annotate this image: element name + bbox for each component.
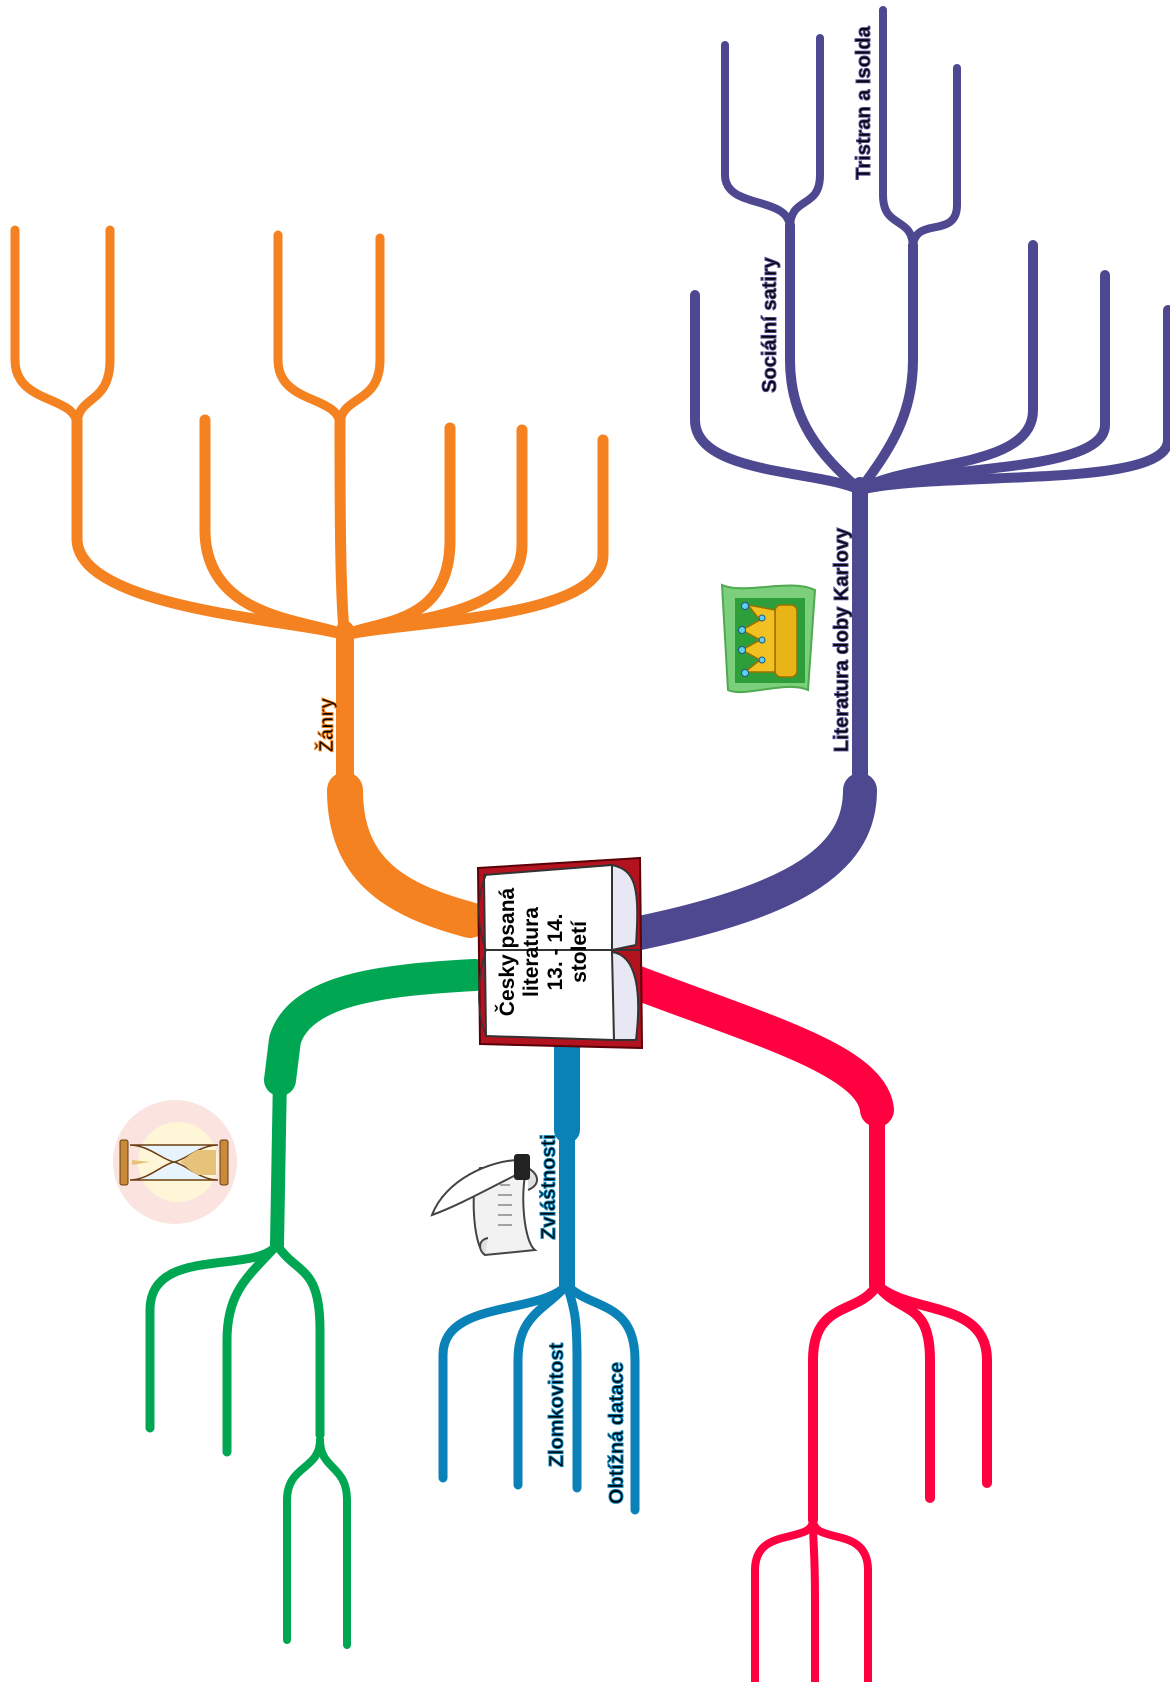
label-zanry: Žánry [314,697,338,752]
purple-trunk [613,773,877,952]
branch-red [613,963,992,1682]
branch-zvlastnosti: Zvláštnosti Zlomkovitost Obtížná datace [438,1027,640,1515]
label-literatura-doby-karlovy: Literatura doby Karlovy [831,527,853,752]
label-zlomkovitost: Zlomkovitost [546,1342,568,1467]
label-zvlastnosti: Zvláštnosti [538,1134,560,1240]
branch-literatura-doby-karlovy: Literatura doby Karlovy Sociální satiry … [613,6,1170,952]
center-title-line3: 13. - 14. [544,913,567,990]
center-node[interactable]: Česky psaná literatura 13. - 14. století [476,856,644,1050]
center-title-line2: literatura [520,907,543,997]
crown-icon [720,583,817,694]
red-trunk [613,963,894,1127]
label-socialni-satiry: Sociální satiry [759,256,781,392]
hourglass-icon [113,1100,237,1224]
orange-trunk [327,772,488,938]
branch-green [145,959,491,1649]
green-trunk [264,959,491,1096]
center-title-line4: století [568,920,591,983]
label-tristran-a-isolda: Tristran a Isolda [853,25,875,179]
open-book-icon [476,856,644,1050]
label-obtizna-datace: Obtížná datace [606,1362,628,1504]
branch-zanry: Žánry [10,225,609,938]
green-stem [270,1068,287,1252]
center-title-line1: Česky psaná [495,887,519,1016]
quill-scroll-icon [430,1154,538,1257]
